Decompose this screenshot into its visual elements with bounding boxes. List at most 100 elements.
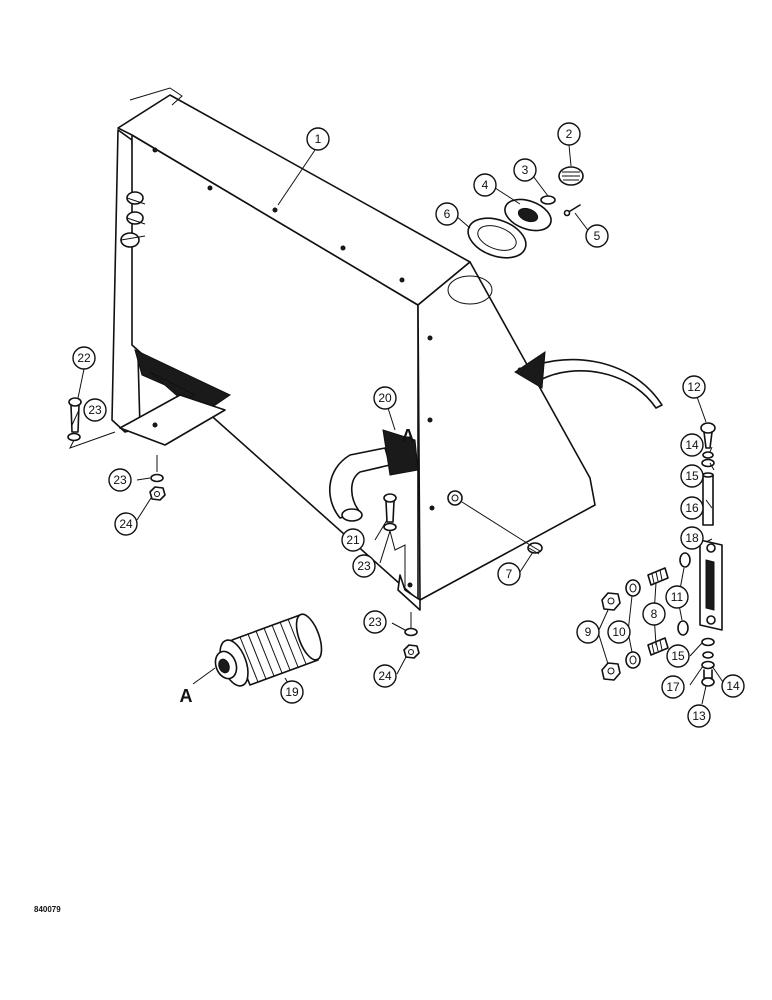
svg-text:2: 2 xyxy=(566,127,573,141)
sight-gauge-assembly xyxy=(601,422,723,687)
callout-1: 1 xyxy=(306,127,330,151)
svg-text:8: 8 xyxy=(651,607,658,621)
o-ring xyxy=(540,195,556,205)
svg-text:1: 1 xyxy=(315,132,322,146)
svg-text:24: 24 xyxy=(119,517,133,531)
svg-text:6: 6 xyxy=(444,207,451,221)
svg-text:12: 12 xyxy=(687,380,701,394)
drawing-number: 840079 xyxy=(34,905,61,914)
svg-text:5: 5 xyxy=(594,229,601,243)
svg-text:23: 23 xyxy=(357,559,371,573)
svg-text:9: 9 xyxy=(585,625,592,639)
svg-text:3: 3 xyxy=(522,163,529,177)
svg-text:15: 15 xyxy=(671,649,685,663)
right-mount-bolt xyxy=(383,493,397,523)
callout-19: 19 xyxy=(280,680,304,704)
callout-18: 18 xyxy=(680,526,704,550)
callout-2: 2 xyxy=(557,122,581,146)
gauge-lock-washer-upper xyxy=(625,579,641,597)
gauge-washer-top xyxy=(702,451,714,459)
callout-6: 6 xyxy=(435,202,459,226)
svg-text:15: 15 xyxy=(685,469,699,483)
svg-text:18: 18 xyxy=(685,531,699,545)
left-mount-washer-lower xyxy=(150,473,164,483)
gauge-seal-bottom xyxy=(701,637,715,647)
callout-12: 12 xyxy=(682,375,706,399)
outlet-elbow-hose xyxy=(329,429,419,522)
callout-7: 7 xyxy=(497,562,521,586)
callout-9: 9 xyxy=(576,620,600,644)
callout-24-left: 24 xyxy=(114,512,138,536)
gauge-banjo-bolt-bottom xyxy=(701,669,715,687)
callout-11: 11 xyxy=(665,585,689,609)
svg-text:20: 20 xyxy=(378,391,392,405)
filter-reference-letter: A xyxy=(180,686,193,706)
callout-8: 8 xyxy=(642,602,666,626)
svg-text:19: 19 xyxy=(285,685,299,699)
gauge-tube xyxy=(702,474,714,526)
callout-5: 5 xyxy=(585,224,609,248)
right-mount-washer-lower xyxy=(404,627,418,637)
callout-16: 16 xyxy=(680,496,704,520)
svg-text:23: 23 xyxy=(88,403,102,417)
gauge-washer-bottom xyxy=(702,651,714,659)
svg-text:24: 24 xyxy=(378,669,392,683)
left-mount-nut xyxy=(149,486,166,501)
left-mount-washer-upper xyxy=(67,432,81,442)
gauge-lock-washer-lower xyxy=(625,651,641,669)
tank-right-foot xyxy=(397,574,421,611)
svg-text:4: 4 xyxy=(482,178,489,192)
right-mount-washer-upper xyxy=(383,522,397,532)
tank-side-fittings xyxy=(120,191,146,248)
svg-text:10: 10 xyxy=(612,625,626,639)
tank-side-port xyxy=(447,490,463,506)
callout-4: 4 xyxy=(473,173,497,197)
tank-left-foot xyxy=(119,394,226,446)
filter-element xyxy=(214,613,323,687)
gauge-nut-upper xyxy=(601,592,621,611)
tank-top-bolt-holes xyxy=(152,147,405,283)
svg-text:13: 13 xyxy=(692,709,706,723)
filler-cap-assembly xyxy=(467,166,584,259)
svg-text:23: 23 xyxy=(368,615,382,629)
callout-23-left-lower: 23 xyxy=(108,468,132,492)
tank-reference-letter: A xyxy=(402,426,415,446)
left-mount-bolt xyxy=(68,397,82,433)
callout-15-top: 15 xyxy=(680,464,704,488)
filler-cap xyxy=(558,166,584,186)
gauge-o-ring-upper xyxy=(679,552,691,568)
callout-20: 20 xyxy=(373,386,397,410)
gauge-o-ring-lower xyxy=(677,620,689,636)
tank-filler-opening xyxy=(447,275,493,305)
svg-text:11: 11 xyxy=(671,590,684,604)
right-mount-nut xyxy=(403,644,420,659)
svg-text:14: 14 xyxy=(726,679,740,693)
gauge-banjo-bolt-top xyxy=(700,422,716,449)
sight-gauge-location-arrow xyxy=(514,351,663,409)
callout-17: 17 xyxy=(661,675,685,699)
gauge-seal-ring-bottom xyxy=(701,660,715,670)
svg-text:23: 23 xyxy=(113,473,127,487)
svg-text:14: 14 xyxy=(685,438,699,452)
svg-text:22: 22 xyxy=(77,351,91,365)
gauge-stud-lower xyxy=(647,637,669,656)
svg-text:17: 17 xyxy=(666,680,680,694)
gasket xyxy=(467,217,527,259)
callout-14-bottom: 14 xyxy=(721,674,745,698)
gauge-seal-top xyxy=(701,458,715,468)
svg-text:21: 21 xyxy=(346,533,360,547)
callout-3: 3 xyxy=(513,158,537,182)
callout-24-right: 24 xyxy=(373,664,397,688)
callout-15-bottom: 15 xyxy=(666,644,690,668)
callout-14-top: 14 xyxy=(680,433,704,457)
svg-text:16: 16 xyxy=(685,501,699,515)
tank-end-plate xyxy=(417,261,596,601)
drain-plug xyxy=(527,542,543,555)
callout-23-right-lower: 23 xyxy=(363,610,387,634)
callout-21: 21 xyxy=(341,528,365,552)
gauge-stud-upper xyxy=(647,567,669,586)
callout-23-right-upper: 23 xyxy=(352,554,376,578)
callout-22: 22 xyxy=(72,346,96,370)
filler-flange xyxy=(504,198,552,232)
